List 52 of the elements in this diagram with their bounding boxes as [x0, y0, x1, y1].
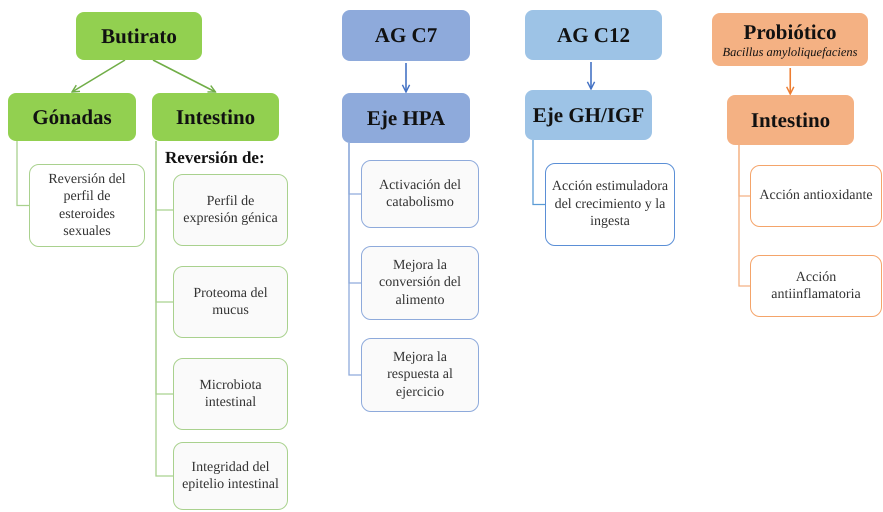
connector — [402, 63, 410, 93]
node-label: Microbiota intestinal — [198, 376, 263, 412]
heading-box — [712, 13, 868, 66]
node-label: Activación del catabolismo — [378, 176, 462, 212]
node-label: Integridad del epitelio intestinal — [181, 458, 280, 494]
heading-box — [342, 10, 470, 61]
connector — [786, 68, 795, 95]
node-label: Proteoma del mucus — [192, 284, 269, 320]
process-box — [361, 246, 479, 320]
heading-box — [525, 10, 662, 60]
node-label: Intestino — [176, 104, 256, 130]
node-label: Mejora la conversión del alimento — [378, 256, 462, 310]
process-box — [173, 266, 288, 338]
process-box — [750, 165, 882, 227]
process-box — [361, 338, 479, 412]
heading-box — [525, 90, 652, 140]
node-label: Reversión del perfil de esteroides sexuales — [47, 170, 127, 240]
node-label: Acción estimuladora del crecimiento y la ingesta — [550, 178, 670, 231]
connector — [152, 59, 216, 93]
node-label: AG C7 — [374, 23, 438, 48]
process-box — [361, 160, 479, 228]
heading-box — [342, 93, 470, 143]
process-box — [173, 174, 288, 246]
connector — [738, 145, 750, 287]
node-label: Mejora la respuesta al ejercicio — [386, 348, 454, 402]
process-box — [750, 255, 882, 317]
subtitle: Bacillus amyloliquefaciens — [722, 44, 858, 60]
heading-box — [152, 93, 279, 141]
node-label: Acción antiinflamatoria — [770, 268, 862, 304]
connector — [586, 62, 596, 90]
connector — [348, 143, 361, 376]
process-box — [173, 442, 288, 510]
connector — [532, 140, 545, 206]
process-box — [173, 358, 288, 430]
node-label: AG C12 — [557, 22, 630, 48]
node-label: Butirato — [101, 24, 177, 48]
node-label: Acción antioxidante — [759, 187, 873, 205]
node-label: Eje HPA — [366, 106, 446, 130]
node-label: Gónadas — [32, 104, 112, 130]
connector — [16, 141, 29, 206]
node-label: Eje GH/IGF — [532, 104, 644, 126]
process-box — [545, 163, 675, 246]
node-label: Probiótico — [744, 20, 836, 44]
connector — [155, 141, 173, 477]
node-label: Intestino — [750, 108, 830, 132]
section-heading: Reversión de: — [165, 148, 265, 168]
process-box — [29, 164, 145, 247]
connector — [71, 59, 126, 93]
heading-box — [76, 12, 202, 60]
node-label: Perfil de expresión génica — [182, 192, 279, 228]
heading-box — [8, 93, 136, 141]
heading-box — [727, 95, 854, 145]
